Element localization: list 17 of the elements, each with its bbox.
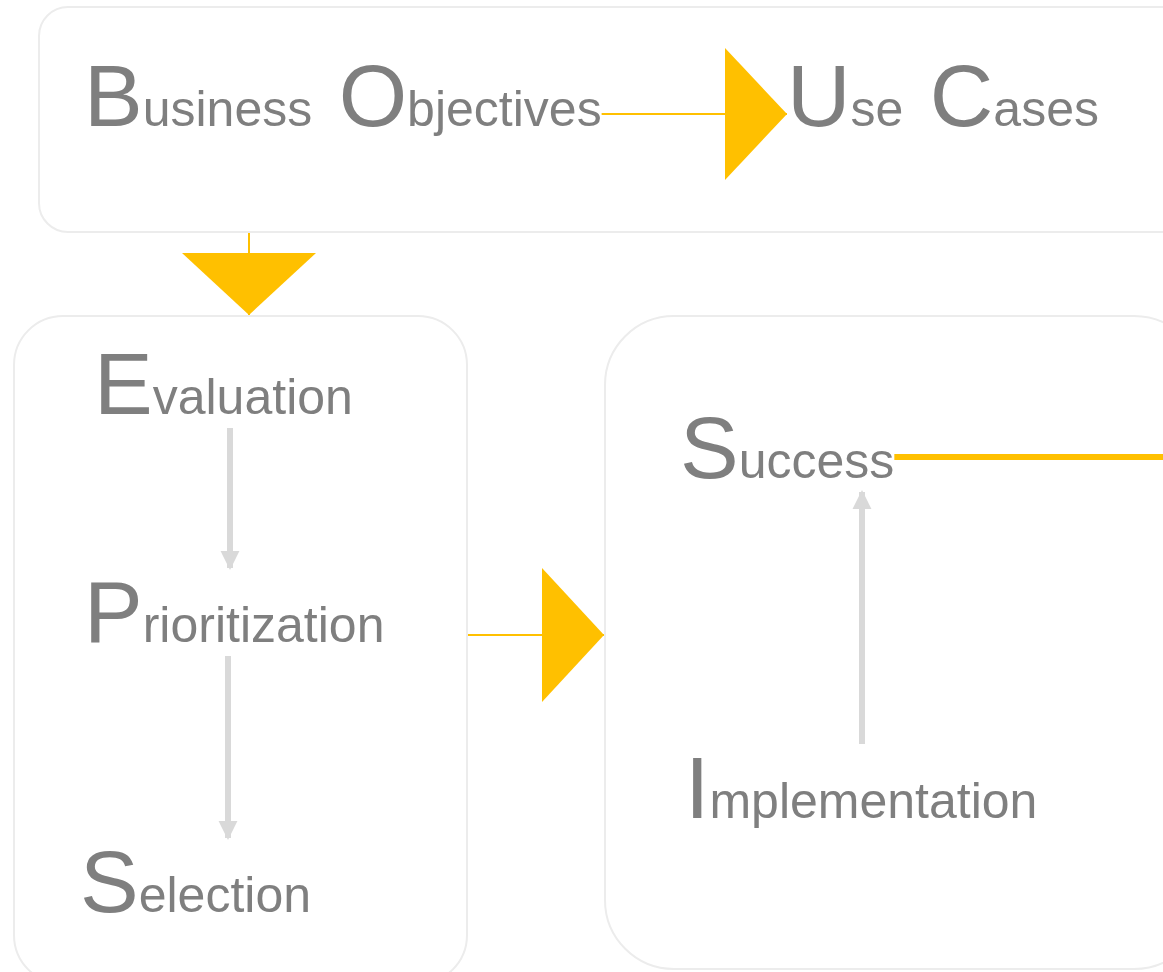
step-label: Evaluation bbox=[94, 340, 353, 428]
arrow bbox=[852, 490, 872, 744]
step-label: Success bbox=[680, 404, 895, 492]
step-label: Business Objectives bbox=[84, 52, 602, 140]
panel bbox=[604, 315, 1163, 970]
step-label: Use Cases bbox=[787, 52, 1099, 140]
step-label: Implementation bbox=[685, 744, 1038, 832]
panel bbox=[38, 6, 1163, 233]
arrow bbox=[218, 656, 238, 840]
panel bbox=[13, 315, 468, 972]
step-label: Selection bbox=[80, 838, 312, 926]
arrow bbox=[467, 568, 605, 702]
arrow bbox=[600, 48, 788, 180]
arrow bbox=[182, 232, 316, 316]
arrow bbox=[220, 428, 240, 570]
step-label: Prioritization bbox=[84, 568, 385, 656]
connector-line bbox=[894, 454, 1163, 460]
